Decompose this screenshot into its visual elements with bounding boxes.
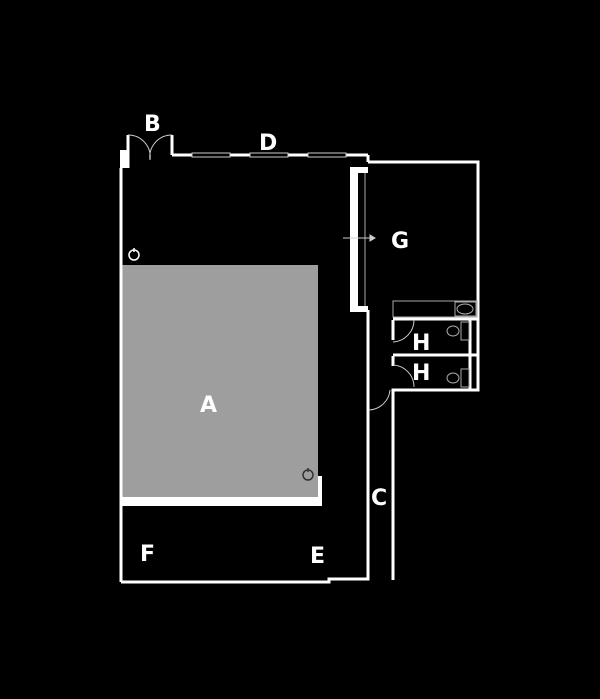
label-c: C [371, 486, 387, 511]
label-f: F [140, 542, 155, 567]
label-a: A [200, 393, 217, 418]
label-b: B [144, 112, 161, 137]
toilet-doors-icon [368, 319, 415, 411]
stage-edge-side [318, 476, 322, 506]
label-e: E [310, 544, 325, 569]
sink-counter-icon [392, 300, 478, 318]
toilet-icon-2 [446, 368, 470, 388]
label-g: G [391, 229, 409, 254]
arrow-icon [343, 234, 376, 242]
partition-cap-top [350, 167, 368, 173]
door-b-icon [127, 134, 173, 161]
rotate-icon-1 [128, 248, 140, 261]
area-a-stage [122, 265, 318, 497]
windows-d [191, 152, 347, 158]
label-d: D [259, 131, 277, 156]
partition-cap-bottom [350, 306, 368, 312]
stage-edge [121, 497, 321, 506]
wall-stub [120, 150, 128, 168]
label-h1: H [412, 331, 430, 356]
rotate-icon-2 [302, 468, 314, 481]
toilet-icon-1 [446, 321, 470, 341]
partition-wall [350, 167, 358, 312]
label-h2: H [412, 361, 430, 386]
walls [119, 135, 480, 584]
